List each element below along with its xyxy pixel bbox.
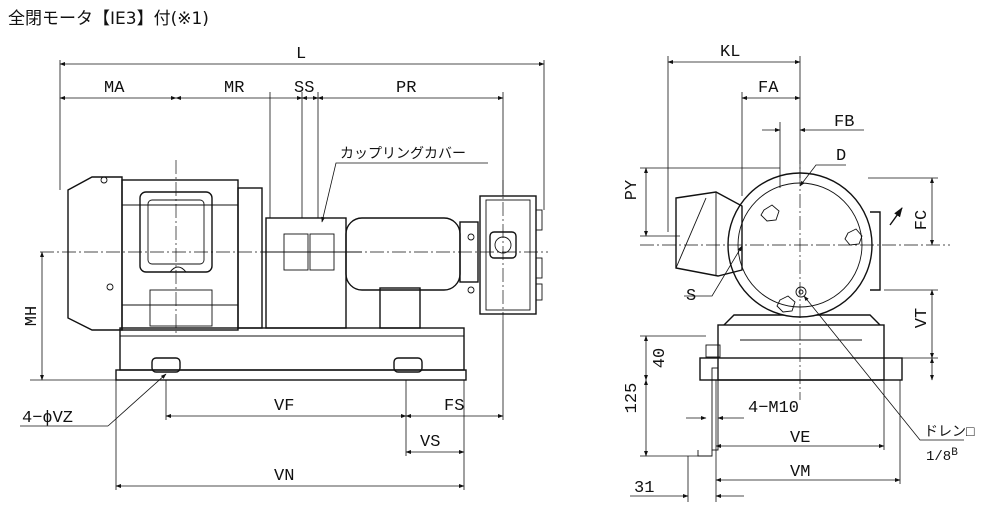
dim-VM: VM	[790, 463, 810, 482]
dim-PY: PY	[623, 180, 642, 200]
drain-size-value: 1/8	[926, 449, 951, 465]
coupling-cover	[262, 217, 362, 329]
dim-MH: MH	[23, 306, 42, 326]
dim-L: L	[296, 45, 306, 64]
dim-FC: FC	[913, 210, 932, 230]
dim-bolt: 4−M10	[748, 399, 799, 418]
dim-VN: VN	[274, 467, 294, 486]
dim-PR: PR	[396, 79, 416, 98]
dim-VF: VF	[274, 397, 294, 416]
dim-KL: KL	[720, 43, 740, 62]
drain-pipe	[697, 344, 721, 457]
dim-FS: FS	[444, 397, 464, 416]
dim-hole: 4−ϕVZ	[22, 409, 73, 428]
side-view: L MA MR SS PR カップリングカバー MH VF FS VS VN 4…	[20, 45, 548, 490]
dim-FA: FA	[758, 79, 779, 98]
drain-suffix: B	[951, 447, 958, 459]
dim-MA: MA	[104, 79, 125, 98]
pump	[345, 195, 543, 329]
dim-VS: VS	[420, 433, 440, 452]
dim-FB: FB	[834, 113, 854, 132]
dim-40: 40	[651, 348, 670, 368]
page-title: 全閉モータ【IE3】付(※1)	[8, 9, 209, 29]
coupling-cover-label: カップリングカバー	[340, 146, 466, 163]
drain-size: 1/8B	[926, 447, 958, 465]
drain-label: ドレン□	[924, 425, 975, 441]
end-base	[699, 314, 903, 381]
end-view: KL FA FB D PY FC S VT 40 125 4−M10 VE VM…	[623, 43, 975, 502]
dim-VT: VT	[913, 308, 932, 328]
dim-MR: MR	[224, 79, 244, 98]
dim-SS: SS	[294, 79, 314, 98]
motor	[67, 176, 263, 331]
dim-S: S	[686, 287, 696, 306]
dim-D: D	[836, 147, 846, 166]
baseplate	[115, 327, 467, 381]
dim-31: 31	[634, 479, 654, 498]
dim-125: 125	[623, 383, 642, 414]
dim-VE: VE	[790, 429, 810, 448]
